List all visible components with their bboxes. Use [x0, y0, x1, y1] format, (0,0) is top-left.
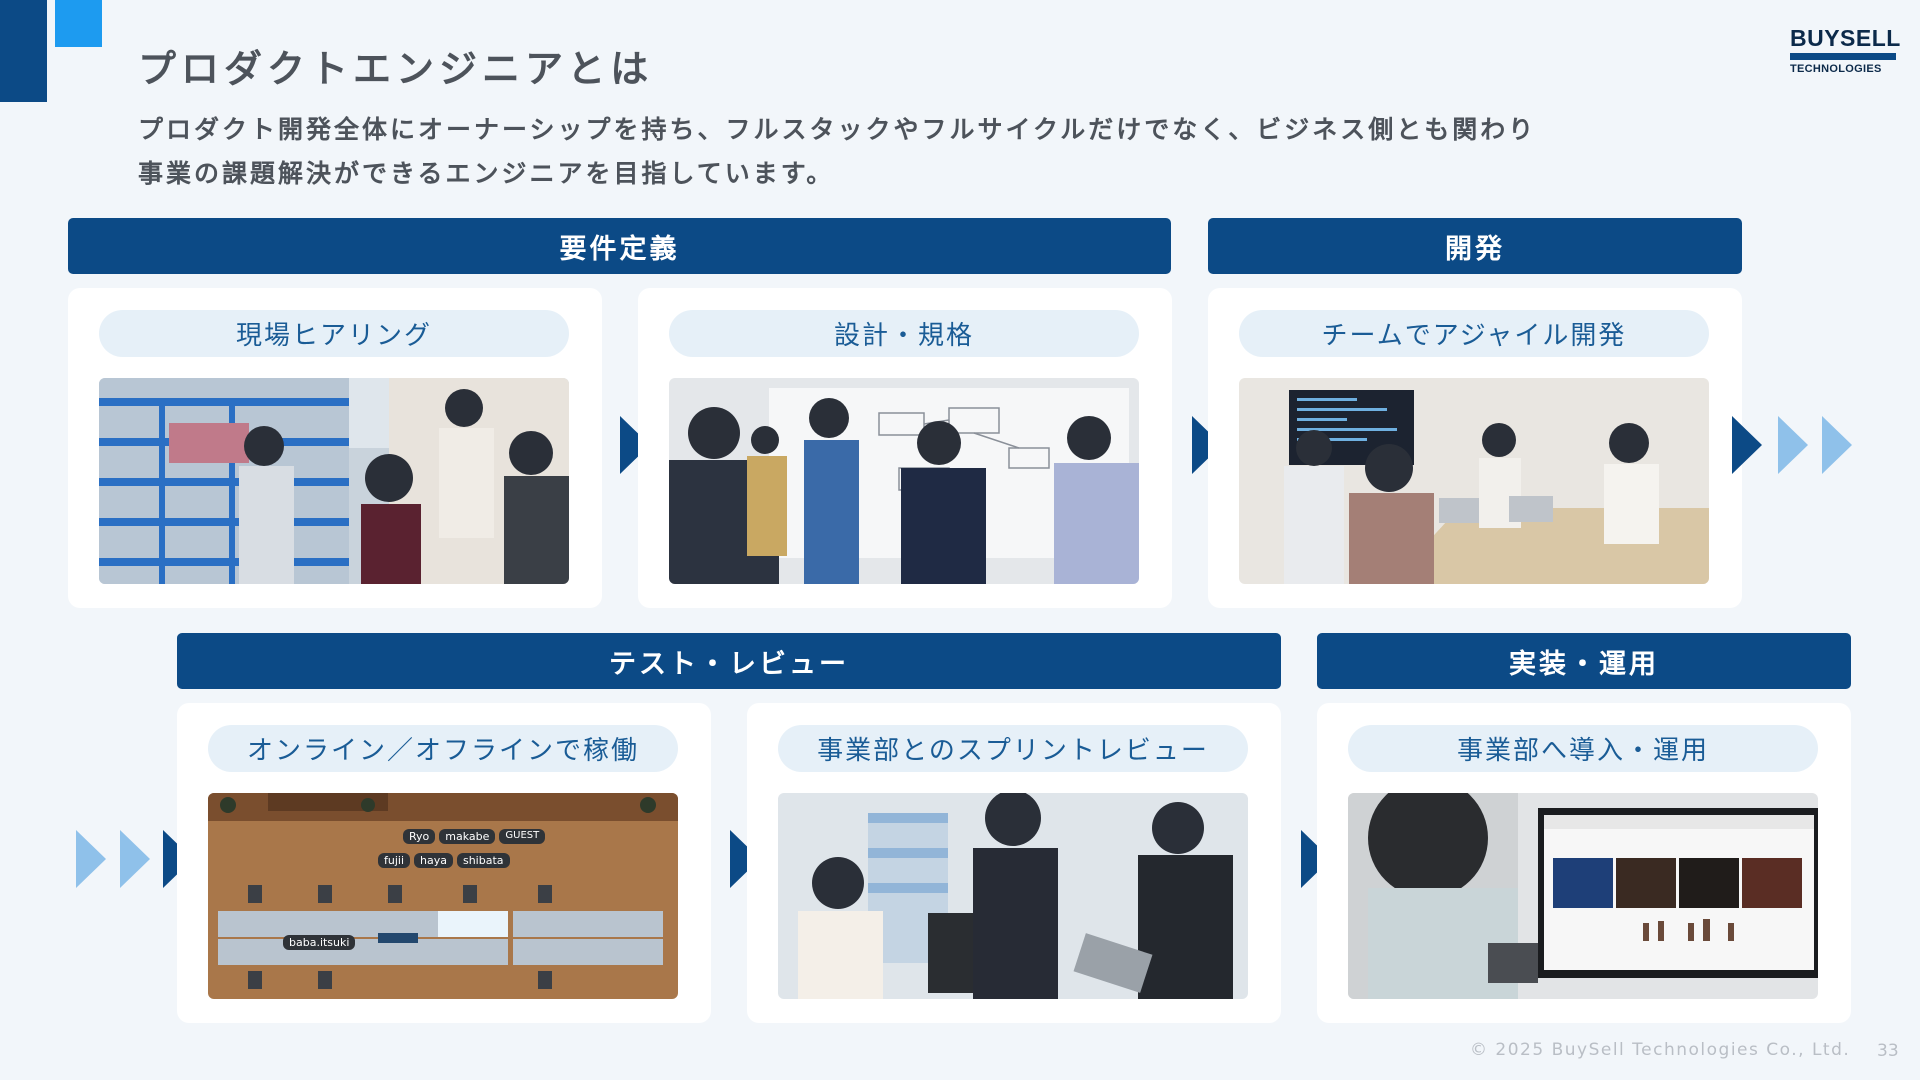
phase-implementation: 実装・運用 [1317, 633, 1851, 689]
step-label: オンライン／オフラインで稼働 [208, 725, 678, 772]
step-label: 事業部へ導入・運用 [1348, 725, 1818, 772]
avatar-tag: baba.itsuki [283, 935, 356, 950]
step-label: チームでアジャイル開発 [1239, 310, 1709, 357]
sprint-review-photo [778, 793, 1248, 999]
avatar-row-1: Ryo makabe GUEST [403, 829, 546, 844]
logo-subtext: TECHNOLOGIES [1790, 63, 1882, 75]
step-label: 設計・規格 [669, 310, 1139, 357]
virtual-office-photo: Ryo makabe GUEST fujii haya shibata baba… [208, 793, 678, 999]
phase-development: 開発 [1208, 218, 1742, 274]
flow-arrow-continue-2 [1778, 416, 1808, 474]
avatar-row-2: fujii haya shibata [378, 853, 510, 868]
step-card-deploy-operate: 事業部へ導入・運用 [1317, 703, 1851, 1023]
avatar-tag: makabe [439, 829, 496, 844]
step-card-field-hearing: 現場ヒアリング [68, 288, 602, 608]
logo-bar [1790, 53, 1896, 60]
slide-title: プロダクトエンジニアとは [138, 47, 654, 91]
avatar-tag: shibata [456, 853, 510, 868]
step-label: 現場ヒアリング [99, 310, 569, 357]
subtitle-line-1: プロダクト開発全体にオーナーシップを持ち、フルスタックやフルサイクルだけでなく、… [138, 115, 1537, 144]
warehouse-photo [99, 378, 569, 584]
avatar-row-3: baba.itsuki [283, 931, 356, 950]
phase-test-review: テスト・レビュー [177, 633, 1281, 689]
step-label: 事業部とのスプリントレビュー [778, 725, 1248, 772]
monitor-photo [1348, 793, 1818, 999]
phase-requirements: 要件定義 [68, 218, 1171, 274]
whiteboard-photo [669, 378, 1139, 584]
subtitle-line-2: 事業の課題解決ができるエンジニアを目指しています。 [138, 159, 835, 188]
avatar-tag: haya [414, 853, 453, 868]
company-logo: BUYSELL TECHNOLOGIES [1790, 25, 1901, 75]
logo-wordmark: BUYSELL [1790, 25, 1901, 51]
flow-arrow-lead-1 [76, 830, 106, 888]
flow-arrow-lead-2 [120, 830, 150, 888]
corner-accent-light [55, 0, 102, 47]
corner-accent-dark [0, 0, 47, 102]
avatar-tag: Ryo [403, 829, 436, 844]
flow-arrow-continue-3 [1822, 416, 1852, 474]
avatar-tag: fujii [378, 853, 411, 868]
slide-subtitle: プロダクト開発全体にオーナーシップを持ち、フルスタックやフルサイクルだけでなく、… [138, 108, 1698, 196]
step-card-sprint-review: 事業部とのスプリントレビュー [747, 703, 1281, 1023]
copyright-text: © 2025 BuySell Technologies Co., Ltd. [1470, 1040, 1851, 1060]
step-card-agile-dev: チームでアジャイル開発 [1208, 288, 1742, 608]
guest-badge: GUEST [499, 829, 546, 844]
step-card-design: 設計・規格 [638, 288, 1172, 608]
step-card-online-offline: オンライン／オフラインで稼働 Ryo makabe GUEST [177, 703, 711, 1023]
meeting-room-photo [1239, 378, 1709, 584]
flow-arrow-continue-1 [1732, 416, 1762, 474]
page-number: 33 [1877, 1041, 1899, 1061]
